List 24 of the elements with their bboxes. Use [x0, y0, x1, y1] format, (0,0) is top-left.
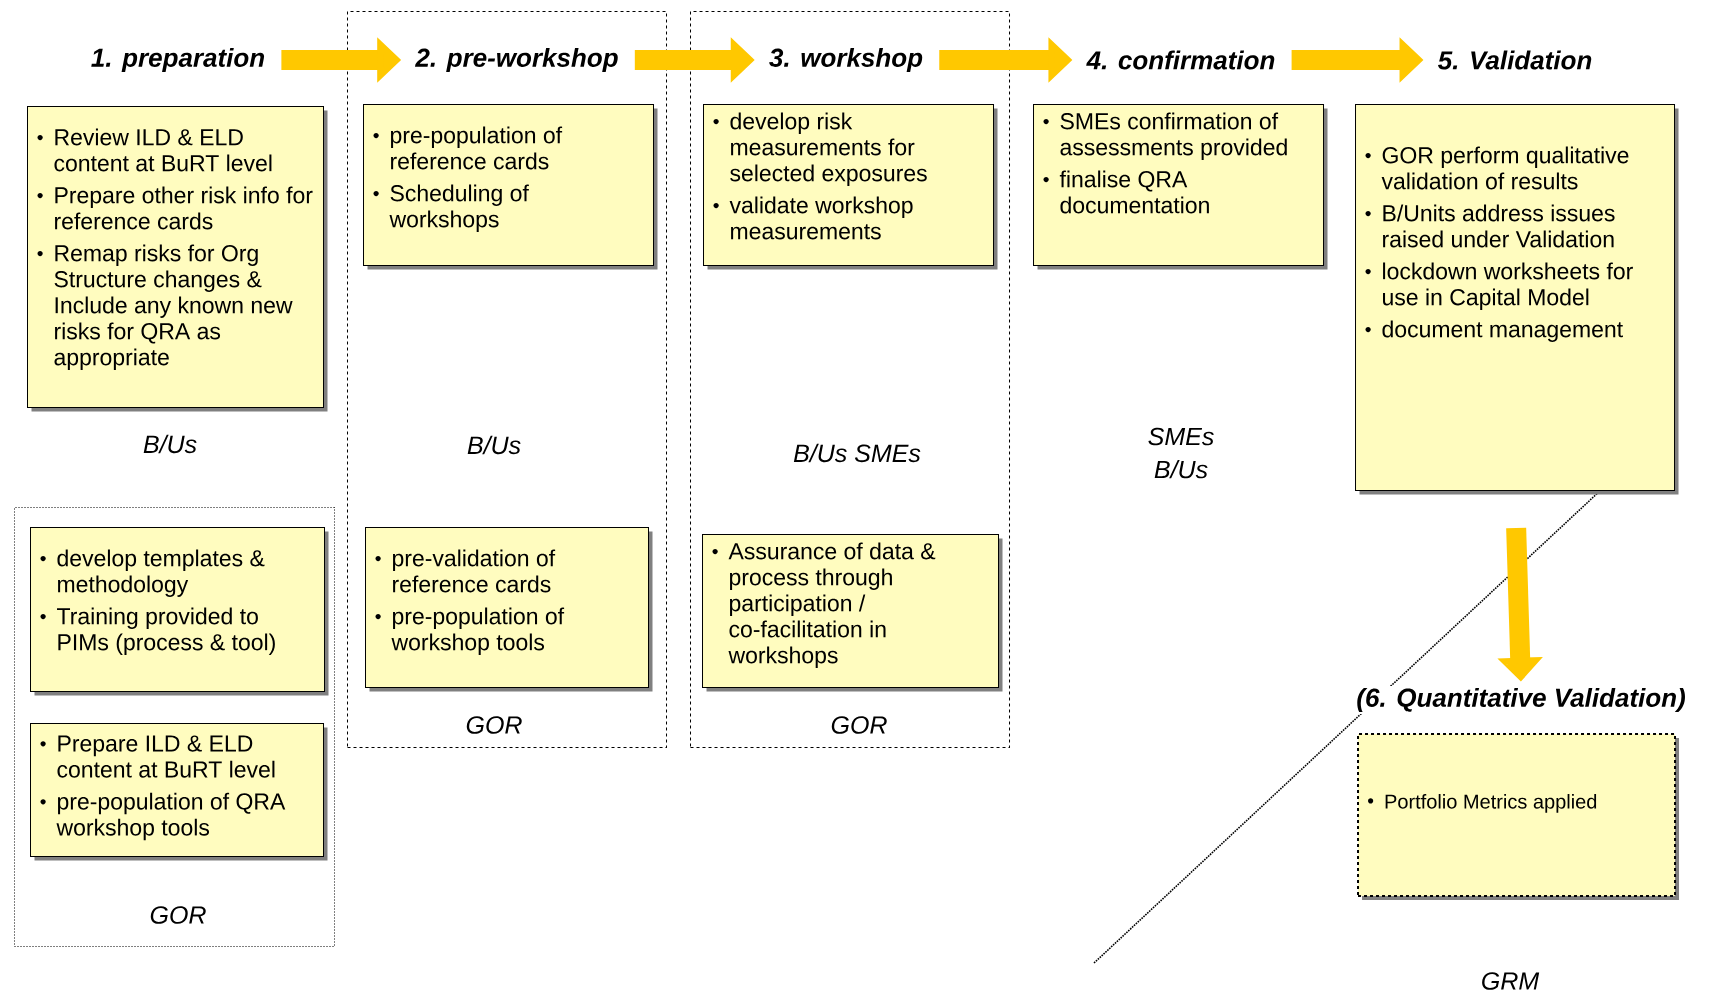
text-box: Prepare ILD & ELD content at BuRT level pre-population of QRA workshop tools	[30, 723, 328, 861]
role-label: GRM	[1482, 972, 1540, 990]
step-heading: (6. Quantitative Validation)	[1354, 685, 1688, 715]
text-box: develop templates & methodology Training provided to PIMs (process & tool)	[30, 527, 329, 696]
text-box: pre-validation of reference cards pre-population of workshop tools	[365, 527, 653, 692]
step-heading: 2. pre-workshop	[415, 47, 618, 73]
step-heading: 3. workshop	[769, 47, 923, 73]
step-heading: 1. preparation	[91, 47, 265, 73]
text-box: pre-population of reference cards Scheduling of workshops	[363, 104, 658, 270]
text-box: develop risk measurements for selected exposures validate workshop measurements	[703, 104, 998, 270]
role-label: B/Us	[467, 435, 521, 455]
dashed-box: Portfolio Metrics applied	[1357, 733, 1679, 900]
role-label: GOR	[466, 716, 522, 734]
text-box: SMEs confirmation of assessments provided finalise QRA documentation	[1033, 104, 1328, 270]
role-label: GOR	[831, 716, 887, 734]
text-box: Review ILD & ELD content at BuRT level Prepare other risk info for reference cards Remap risks for Org Structure changes & Include any known new risks for QRA as appropriate	[27, 106, 328, 412]
role-label: GOR	[150, 906, 206, 924]
step-heading: 5. Validation	[1438, 50, 1592, 70]
role-label: B/Us	[143, 434, 197, 454]
role-label: SMEs B/Us	[1148, 427, 1214, 479]
role-label: B/Us SMEs	[793, 443, 921, 463]
text-box: Assurance of data & process through participation / co-facilitation in workshops	[702, 534, 1003, 692]
step-heading: 4. confirmation	[1086, 50, 1275, 70]
text-box: GOR perform qualitative validation of results B/Units address issues raised under Validation lockdown worksheets for use in Capital Model document management	[1355, 104, 1679, 495]
